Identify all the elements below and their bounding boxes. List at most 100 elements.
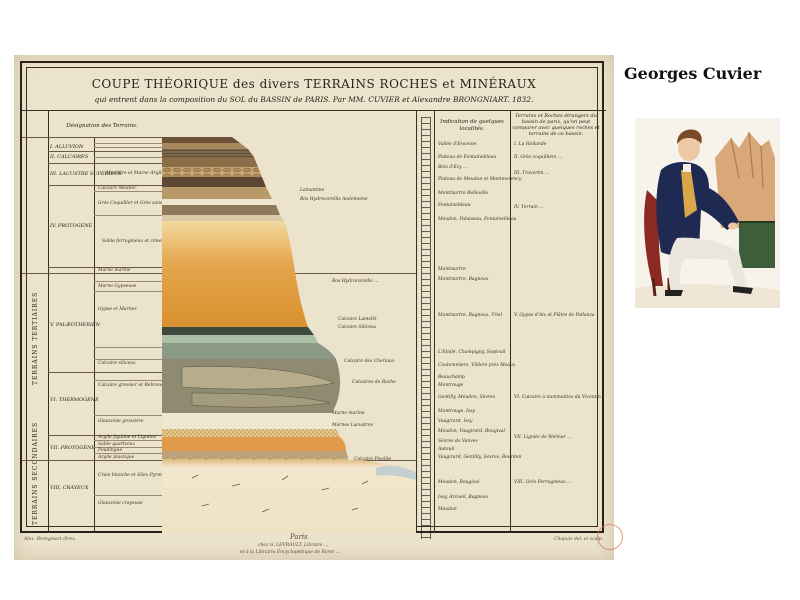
formation-name: V. PALÆOTHERIEN — [50, 322, 100, 328]
formation-name: IV. PROTOGENE — [50, 223, 93, 229]
chalk-layer — [162, 460, 416, 533]
strata-note: Lamantine — [300, 188, 325, 193]
layer-rule — [94, 440, 162, 441]
layer-rule — [94, 157, 162, 158]
column-header-designation: Désignation des Terrains. — [66, 123, 138, 129]
depth-scale — [421, 117, 431, 539]
layer-name: Argile plastique — [98, 455, 135, 460]
formation-name: VII. PROTOGÈNE — [50, 445, 96, 451]
layer-rule — [94, 347, 162, 348]
comparison: I. La Hollande — [514, 142, 547, 147]
locality: Montrouge — [438, 383, 464, 388]
strata-note: Calcaire Lamellé — [338, 317, 377, 322]
footer-left: Alex. Brongniart direx. — [24, 537, 77, 542]
layer-name: Glauconie crayeuse — [98, 501, 143, 506]
portrait-image — [635, 118, 780, 308]
locality: Meudon — [438, 507, 457, 512]
locality: Coulommiers, Villiers près Meaux — [438, 363, 516, 368]
layer-name: Calcaire siliceux — [98, 361, 136, 366]
formation-name: VI. THERMOGENE — [50, 397, 99, 403]
strata-note: Calcaires de Roche — [352, 380, 396, 385]
layer-name: Meulière et Marne Argileuse — [106, 171, 172, 176]
layer-name: Argile figuline et Lignites — [98, 435, 157, 440]
footer-right: Chapuis del. et sculp. — [554, 537, 604, 542]
layer-name: Grès Coquillier et Grès sans Coquilles — [98, 201, 185, 206]
locality: Montmartre, Bagneux, Triel — [438, 313, 503, 318]
layer-rule — [94, 191, 162, 192]
comparison: VII. Lignite de Weimar ... — [514, 435, 572, 440]
strata-note: Bos Hydrocorellis ... — [332, 279, 379, 284]
layer-rule — [94, 147, 162, 148]
layer-name: Marne marine — [98, 268, 131, 273]
footer-center: et à la Librairie Encyclopédique de Rore… — [240, 550, 340, 555]
locality: Vaugirard, Gentilly, Sèvres, Bourdon — [438, 455, 522, 460]
library-stamp — [597, 524, 623, 550]
header-rule — [22, 110, 606, 111]
locality: Meudon, Palaiseau, Fontainebleau — [438, 217, 517, 222]
comparison: V. Gypse d'Aix et Plâtre de Pallanza — [514, 313, 595, 318]
subheader-rule — [22, 137, 162, 138]
layer-rule — [94, 143, 162, 144]
locality: Plateau de Fontainebleau — [438, 155, 497, 160]
formation-rule — [48, 151, 162, 152]
locality: Montmartre, Bagneux — [438, 277, 489, 282]
layer-name: Marne Gypseuse — [98, 284, 137, 289]
strata-note: Marnes Lacustres — [332, 423, 374, 428]
layer-rule — [94, 415, 162, 416]
layer-rule — [94, 215, 162, 216]
locality: Plateau de Meudon et Montmorency — [438, 177, 522, 182]
layer-rule — [94, 447, 162, 448]
column-divider — [416, 110, 417, 533]
locality: Meudon, Bougival — [438, 480, 480, 485]
strata-note: Bos Hydrocorellis Aedomoine — [300, 197, 368, 202]
strata-note: Calcaire Pisolite — [354, 457, 392, 462]
column-divider — [94, 137, 95, 533]
layer-name: Gypse et Marnes — [98, 307, 137, 312]
locality: Issy, Arcueil, Bagneux — [438, 495, 489, 500]
plate-subtitle: qui entrent dans la composition du SOL d… — [94, 95, 534, 104]
comparison: VI. Calcaire à nummulites du Vicentin — [514, 395, 601, 400]
locality: Vaugirard, Issy — [438, 419, 473, 424]
formation-name: III. LACUSTRE SUPÉRIEUR — [50, 171, 122, 177]
formation-rule — [48, 372, 162, 373]
plate-title: COUPE THÉORIQUE des divers TERRAINS ROCH… — [91, 77, 537, 91]
layer-name: Sable quartzeux — [98, 442, 136, 447]
geological-plate: COUPE THÉORIQUE des divers TERRAINS ROCH… — [14, 55, 623, 560]
locality: Bois d'Ezy ... — [438, 165, 468, 170]
layer-rule — [94, 281, 162, 282]
locality: Montmartre — [438, 267, 466, 272]
footer-center: chez G. LEVRAULT, Libraire ... — [258, 543, 329, 548]
layer-name: Craie blanche et Silex Pyromaque — [98, 473, 176, 478]
column-header-localites: Indication de quelques localités. — [440, 119, 504, 132]
column-divider — [48, 110, 49, 533]
layer-name: Calcaire grossier et Rebroussin — [98, 383, 171, 388]
locality: Fontainebleau — [438, 203, 471, 208]
column-divider — [510, 110, 511, 533]
formation-name: I. ALLUVION — [50, 144, 84, 150]
layer-rule — [94, 359, 162, 360]
comparison: IV. Terrain ... — [514, 205, 544, 210]
era-label-secondaires: TERRAINS SECONDAIRES — [32, 421, 39, 525]
layer-name: Calcaire Meulier — [98, 186, 137, 191]
locality: Auteuil — [438, 447, 455, 452]
formation-name: II. CALCAIRES — [50, 154, 89, 160]
locality: L'Etoile, Champigny, Septeuil — [438, 350, 506, 355]
layer-name: Poudingue — [98, 448, 123, 453]
formation-name: VIII. CRAYEUX — [50, 485, 89, 491]
locality: Gentilly, Meudon, Sèvres — [438, 395, 496, 400]
era-label-tertiaires: TERRAINS TERTIAIRES — [32, 291, 39, 385]
strata-note: Marne marine — [332, 411, 365, 416]
comparison: II. Grès coquilliers ... — [514, 155, 563, 160]
layer-rule — [94, 380, 162, 381]
layer-rule — [94, 495, 162, 496]
comparison: VIII. Grès Ferrugineux ... — [514, 480, 572, 485]
column-header-comparaison: Terrains et Roches étrangers du bassin d… — [512, 113, 600, 137]
strata-note: Calcaire des Cheriaux — [344, 359, 395, 364]
formation-rule — [48, 163, 162, 164]
layer-rule — [94, 291, 162, 292]
formation-rule — [48, 185, 162, 186]
layer-name: Sable ferrugineux et ciment ... — [102, 239, 172, 244]
formation-rule — [48, 435, 162, 436]
layer-rule — [94, 453, 162, 454]
strata-note: Calcaire Siliceux — [338, 325, 377, 330]
